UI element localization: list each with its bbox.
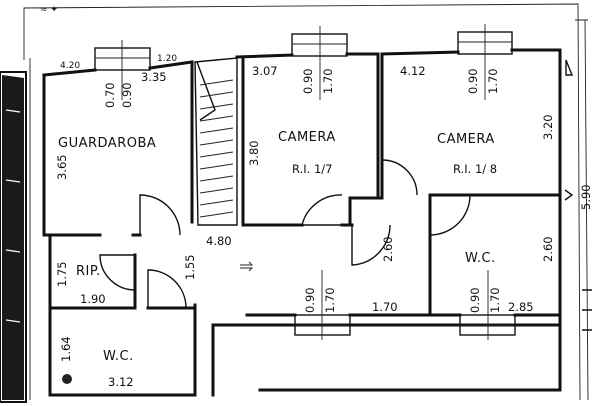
dim-camera-2-width: 4.12 xyxy=(400,64,426,78)
room-name-wc-2: W.C. xyxy=(465,251,496,266)
dim-corridor-height: 1.55 xyxy=(183,254,197,280)
window-camera-1-w: 0.90 xyxy=(301,68,315,94)
window-camera-1 xyxy=(291,26,348,100)
staircase xyxy=(196,61,234,218)
room-ref-camera-1: R.I. 1/7 xyxy=(292,162,332,176)
room-name-camera-2: CAMERA xyxy=(437,132,495,147)
left-hatched-wall xyxy=(0,71,27,403)
dim-wc-1-height: 1.64 xyxy=(59,336,73,362)
room-ref-camera-2: R.I. 1/ 8 xyxy=(453,162,497,176)
dim-hall-height: 2.60 xyxy=(381,236,395,262)
window-camera-2-w: 0.90 xyxy=(466,68,480,94)
doors xyxy=(99,159,471,309)
window-guardaroba-h: 0.90 xyxy=(120,82,134,108)
room-name-wc-1: W.C. xyxy=(103,349,134,364)
dim-guardaroba-note-left: 4.20 xyxy=(60,61,80,71)
dim-hall-width: 1.70 xyxy=(372,300,398,314)
window-guardaroba xyxy=(94,40,151,100)
room-name-camera-1: CAMERA xyxy=(278,130,336,145)
dim-wc-1-width: 3.12 xyxy=(108,375,134,389)
dim-guardaroba-height: 3.65 xyxy=(55,154,69,180)
dim-guardaroba-note-right: 1.20 xyxy=(157,54,177,64)
window-guardaroba-w: 0.70 xyxy=(103,82,117,108)
room-name-guardaroba: GUARDAROBA xyxy=(58,136,156,151)
window-camera-2 xyxy=(457,24,513,100)
window-camera-1-h: 1.70 xyxy=(321,68,335,94)
window-wc-2 xyxy=(459,270,516,340)
dim-guardaroba-width: 3.35 xyxy=(141,70,167,84)
dim-wc-2-width: 2.85 xyxy=(508,300,534,314)
room-name-ripostiglio: RIP. xyxy=(76,264,101,279)
window-camera-2-h: 1.70 xyxy=(486,68,500,94)
dim-ripostiglio-height: 1.75 xyxy=(55,261,69,287)
dim-camera-1-height: 3.80 xyxy=(247,140,261,166)
window-corridor-h: 1.70 xyxy=(323,287,337,313)
window-wc-2-w: 0.90 xyxy=(468,287,482,313)
building-outline xyxy=(23,3,589,401)
dim-wc-2-height: 2.60 xyxy=(541,236,555,262)
window-corridor xyxy=(294,270,351,340)
dim-corridor-width: 4.80 xyxy=(206,234,232,248)
header-scribble: ≈ ✦ xyxy=(40,5,58,15)
dim-ripostiglio-width: 1.90 xyxy=(80,292,106,306)
dim-camera-2-height: 3.20 xyxy=(541,114,555,140)
dim-right-total: 5.90 xyxy=(579,184,593,210)
right-frame-marks xyxy=(62,59,592,384)
dim-camera-1-width: 3.07 xyxy=(252,64,278,78)
window-corridor-w: 0.90 xyxy=(303,287,317,313)
window-wc-2-h: 1.70 xyxy=(488,287,502,313)
